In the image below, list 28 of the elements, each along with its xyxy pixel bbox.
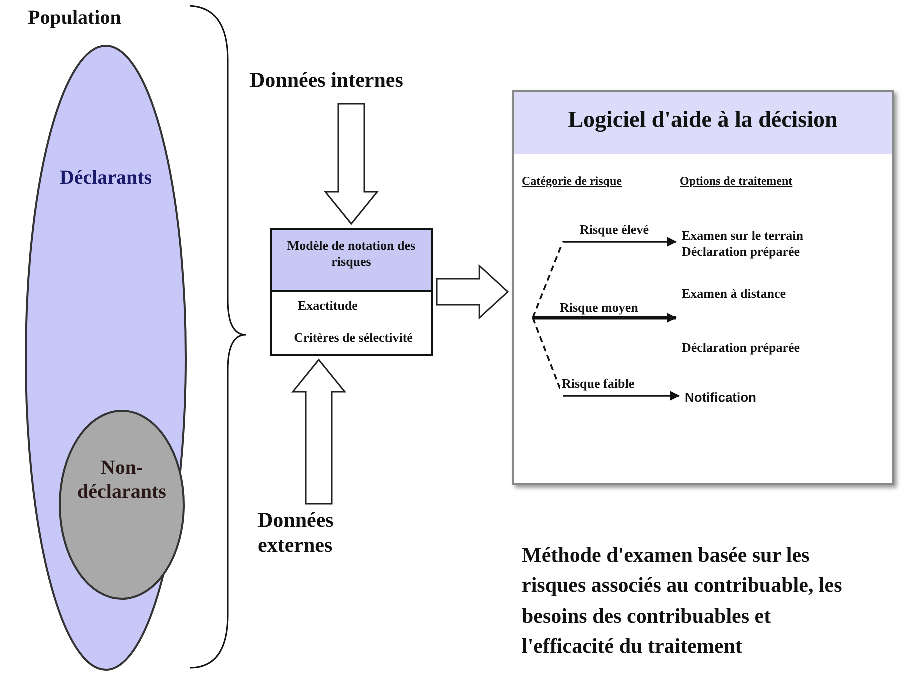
caption: Méthode d'examen basée sur les risques associés au contribuable, les besoins des contribuables et l'efficacité du traitement — [522, 542, 844, 660]
region-label: Non-déclarants — [76, 456, 168, 504]
arrow — [533, 313, 677, 323]
arrow — [532, 318, 680, 401]
option-text: Examen à distance — [682, 286, 787, 302]
region-title: Population — [28, 6, 122, 30]
box-text: Critères de sélectivité — [293, 330, 414, 346]
software-panel — [512, 90, 894, 485]
column-header: Catégorie de risque — [522, 174, 623, 188]
block-arrow — [324, 103, 380, 226]
block-arrow — [436, 264, 510, 320]
arrow — [532, 237, 677, 318]
model-box — [270, 228, 433, 356]
edge-label: Risque faible — [560, 376, 637, 392]
panel-header: Logiciel d'aide à la décision — [514, 92, 892, 154]
box-text: Exactitude — [298, 298, 359, 314]
option-text: Notification — [685, 390, 758, 406]
option-text: Déclaration préparée — [682, 340, 802, 356]
source-label: Données internes — [250, 68, 404, 94]
block-arrow — [291, 358, 347, 505]
subgroup-circle — [57, 408, 187, 602]
option-text: Examen sur le terrain Déclaration préparée — [682, 228, 804, 260]
source-label: Données externes — [258, 508, 335, 558]
edge-label: Risque élevé — [578, 222, 651, 238]
region-label: Déclarants — [58, 166, 154, 190]
edge-label: Risque moyen — [558, 300, 640, 316]
column-header: Options de traitement — [680, 174, 794, 188]
box-header: Modèle de notation des risques — [272, 230, 431, 292]
